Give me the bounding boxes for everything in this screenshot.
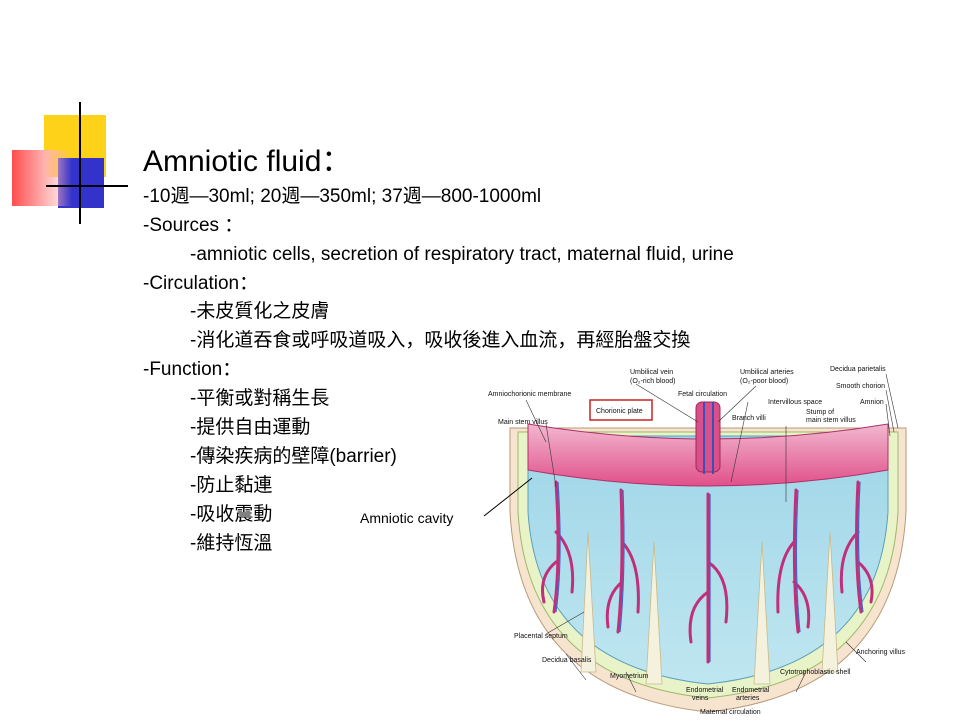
function-label: -Function： (143, 359, 242, 380)
label-stump: Stump of (806, 409, 834, 416)
amniotic-cavity-pointer (483, 477, 533, 517)
label-umbilical-vein-sub: (O₂-rich blood) (630, 378, 676, 385)
circulation-label: -Circulation： (143, 273, 259, 294)
label-smooth-chorion: Smooth chorion (836, 383, 885, 390)
placenta-diagram: Amniochorionic membrane Main stem villus… (486, 362, 930, 720)
placental-septa (580, 531, 839, 685)
placenta-diagram-svg: Amniochorionic membrane Main stem villus… (488, 366, 907, 716)
circulation-item: -消化道吞食或呼吸道吸入，吸收後進入血流，再經胎盤交換 (190, 330, 691, 351)
umbilical-cord (695, 401, 721, 473)
leader-lines (525, 373, 899, 693)
sources-label: -Sources ： (143, 215, 244, 236)
label-decidua-basalis: Decidua basalis (542, 657, 592, 664)
label-endometrial-veins-sub: veins (692, 695, 709, 702)
label-anchoring-villus: Anchoring villus (856, 649, 906, 656)
label-amnion: Amnion (860, 399, 884, 406)
volume-line: -10週—30ml; 20週—350ml; 37週—800-1000ml (143, 186, 542, 207)
label-main-stem-villus: Main stem villus (498, 419, 548, 426)
label-endometrial-veins: Endometrial (686, 687, 724, 694)
label-amniochorionic-membrane: Amniochorionic membrane (488, 391, 571, 398)
function-item: -傳染疾病的壁障(barrier) (190, 446, 397, 467)
circulation-item: -未皮質化之皮膚 (190, 301, 330, 322)
sources-text: -amniotic cells, secretion of respirator… (190, 244, 734, 265)
label-fetal-circulation: Fetal circulation (678, 391, 727, 398)
function-item: -吸收震動 (190, 504, 273, 525)
amniotic-cavity-label: Amniotic cavity (360, 510, 454, 526)
label-branch-villi: Branch villi (732, 415, 766, 422)
villi-vessels (555, 481, 864, 662)
label-intervillous-space: Intervillous space (768, 399, 822, 406)
label-maternal-circulation: Maternal circulation (700, 709, 761, 716)
label-umbilical-arteries-sub: (O₂-poor blood) (740, 378, 788, 385)
label-cytotrophoblastic-shell: Cytotrophoblastic shell (780, 669, 851, 676)
decor-red-gradient-block (12, 150, 72, 206)
label-placental-septum: Placental septum (514, 633, 568, 640)
slide-title: Amniotic fluid： (143, 145, 352, 178)
villi-trees (541, 480, 874, 664)
label-myometrium: Myometrium (610, 673, 649, 680)
label-chorionic-plate: Chorionic plate (596, 408, 643, 415)
function-item: -防止黏連 (190, 475, 273, 496)
chorionic-plate-box (589, 399, 653, 421)
label-endometrial-arteries: Endometrial (732, 687, 770, 694)
label-decidua-parietalis: Decidua parietalis (830, 366, 886, 373)
decor-horizontal-line (46, 185, 128, 187)
label-stump-sub: main stem villus (806, 417, 856, 424)
function-item: -提供自由運動 (190, 417, 311, 438)
function-item: -維持恆溫 (190, 533, 273, 554)
function-item: -平衡或對稱生長 (190, 388, 330, 409)
label-umbilical-arteries: Umbilical arteries (740, 369, 794, 376)
label-umbilical-vein: Umbilical vein (630, 369, 673, 376)
label-endometrial-arteries-sub: arteries (736, 695, 760, 702)
decor-vertical-line (79, 102, 81, 224)
